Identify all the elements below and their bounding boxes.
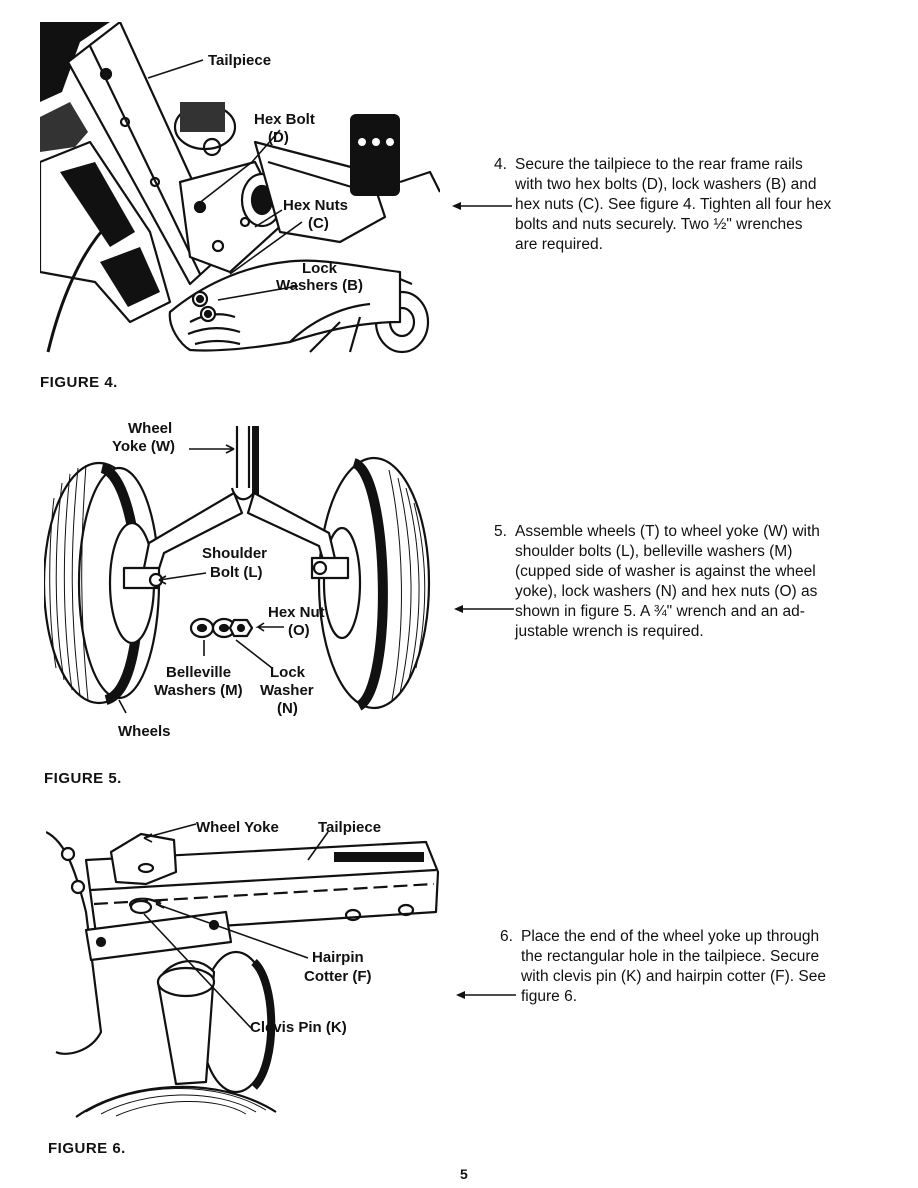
label-tailpiece: Tailpiece <box>208 52 271 69</box>
label-wheels: Wheels <box>118 723 171 740</box>
leader-wheel-yoke <box>143 823 197 843</box>
leader-hex-nuts-b <box>229 221 303 275</box>
leader-hairpin <box>155 899 309 959</box>
step-6-text: Place the end of the wheel yoke up throu… <box>521 927 826 1007</box>
figure-6-caption: FIGURE 6. <box>48 1140 126 1157</box>
label-cotter-f: Cotter (F) <box>304 968 372 985</box>
step-6-line: Place the end of the wheel yoke up throu… <box>521 928 820 945</box>
step-4-text: Secure the tailpiece to the rear frame r… <box>515 155 831 255</box>
step-6-number: 6. <box>500 928 513 945</box>
label-lock: Lock <box>270 664 306 681</box>
label-tailpiece: Tailpiece <box>318 819 381 836</box>
step-5-number: 5. <box>494 523 507 540</box>
label-shoulder: Shoulder <box>202 545 267 562</box>
step-6: 6. Place the end of the wheel yoke up th… <box>500 927 890 1009</box>
leader-hex-nuts-a <box>254 209 283 228</box>
step-4-number: 4. <box>494 156 507 173</box>
label-bolt-l: Bolt (L) <box>210 564 262 581</box>
step-5-line: justable wrench is required. <box>515 623 704 640</box>
step-6-arrow <box>456 991 516 999</box>
leader-lock-washer <box>235 639 273 669</box>
label-washers-b: Washers (B) <box>276 277 363 294</box>
step-4-line: Secure the tailpiece to the rear frame r… <box>515 156 803 173</box>
label-hex-nuts: Hex Nuts <box>283 197 348 214</box>
step-5-line: shown in figure 5. A ¾" wrench and an ad… <box>515 603 805 620</box>
step-6-line: the rectangular hole in the tailpiece. S… <box>521 948 820 965</box>
label-clevis-pin: Clevis Pin (K) <box>250 1019 347 1036</box>
step-5-line: yoke), lock washers (N) and hex nuts (O)… <box>515 583 818 600</box>
step-4-line: hex nuts (C). See figure 4. Tighten all … <box>515 196 832 213</box>
label-hex-nut-code: (O) <box>288 622 310 639</box>
label-lock: Lock <box>302 260 338 277</box>
step-6-line: figure 6. <box>521 988 578 1005</box>
step-5: 5. Assemble wheels (T) to wheel yoke (W)… <box>494 522 884 644</box>
label-hex-nut: Hex Nut <box>268 604 325 621</box>
figure-4-drawing: Tailpiece Hex Bolt (D) Hex Nuts (C) Lock… <box>40 22 440 354</box>
step-5-line: Assemble wheels (T) to wheel yoke (W) wi… <box>515 523 820 540</box>
label-hex-bolt-code: (D) <box>268 129 289 146</box>
page-number: 5 <box>460 1166 468 1182</box>
step-6-line: with clevis pin (K) and hairpin cotter (… <box>521 968 826 985</box>
leader-wheels <box>118 699 127 714</box>
step-5-text: Assemble wheels (T) to wheel yoke (W) wi… <box>515 522 820 642</box>
label-washer-code: (N) <box>277 700 298 717</box>
leader-clevis-pin <box>143 913 252 1029</box>
figure-5-illustration: Wheel Yoke (W) Shoulder Bolt (L) Hex Nut… <box>44 418 434 748</box>
label-hex-bolt: Hex Bolt <box>254 111 315 128</box>
figure-4-caption: FIGURE 4. <box>40 374 118 391</box>
figure-5-drawing: Wheel Yoke (W) Shoulder Bolt (L) Hex Nut… <box>44 420 431 740</box>
leader-hex-bolt <box>197 129 281 205</box>
step-5-arrow <box>454 605 514 613</box>
label-hairpin: Hairpin <box>312 949 364 966</box>
step-4-arrow <box>452 202 512 210</box>
figure-6-drawing: Wheel Yoke Tailpiece Hairpin Cotter (F) … <box>46 819 440 1118</box>
leader-lock-washers <box>217 285 299 301</box>
step-4-line: with two hex bolts (D), lock washers (B)… <box>515 176 817 193</box>
step-4: 4. Secure the tailpiece to the rear fram… <box>494 155 884 257</box>
leader-tailpiece <box>147 59 204 79</box>
figure-6-illustration: Wheel Yoke Tailpiece Hairpin Cotter (F) … <box>46 812 446 1120</box>
figure-4-illustration: Tailpiece Hex Bolt (D) Hex Nuts (C) Lock… <box>40 22 440 354</box>
leader-tailpiece <box>307 831 329 861</box>
label-wheel: Wheel <box>128 420 172 437</box>
figure-5-caption: FIGURE 5. <box>44 770 122 787</box>
step-4-line: bolts and nuts securely. Two ½" wrenches <box>515 216 803 233</box>
label-belleville: Belleville <box>166 664 231 681</box>
label-yoke-w: Yoke (W) <box>112 438 175 455</box>
step-4-line: are required. <box>515 236 603 253</box>
leader-hex-nut <box>255 622 284 632</box>
label-hex-nuts-code: (C) <box>308 215 329 232</box>
step-5-line: (cupped side of washer is against the wh… <box>515 563 816 580</box>
leader-wheel-yoke <box>189 444 235 454</box>
label-wheel-yoke: Wheel Yoke <box>196 819 279 836</box>
label-washers-m: Washers (M) <box>154 682 243 699</box>
leader-shoulder-bolt <box>158 572 207 585</box>
label-washer: Washer <box>260 682 314 699</box>
step-5-line: shoulder bolts (L), belleville washers (… <box>515 543 793 560</box>
